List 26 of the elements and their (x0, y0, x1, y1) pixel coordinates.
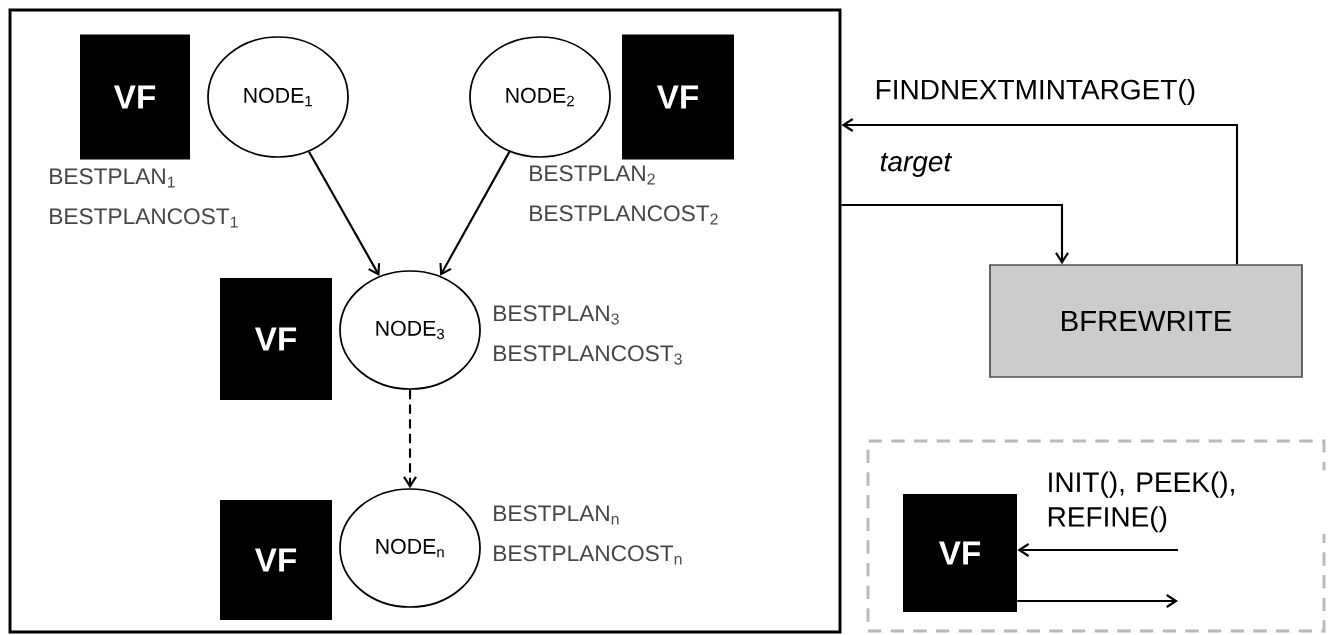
arrow (1017, 594, 1178, 608)
process-box: BFREWRITE (989, 264, 1303, 378)
arrow (403, 389, 417, 489)
vf-box: VF (80, 34, 190, 160)
node-caption: BESTPLANCOST$_{2}$ (530, 205, 718, 225)
node-caption: BESTPLANCOST$_{3}$ (494, 345, 682, 365)
node-caption: BESTPLAN$_{n}$ (494, 505, 619, 525)
node-caption: BESTPLANCOST$_{1}$ (50, 208, 238, 228)
arrow (841, 118, 1239, 265)
node-caption: BESTPLAN$_{2}$ (530, 165, 655, 185)
vf-box: VF (903, 494, 1017, 612)
vf-box: VF (622, 34, 734, 160)
dashed-box (866, 439, 1326, 633)
arrow (439, 151, 511, 276)
vf-box: VF (220, 278, 332, 400)
frame-box (8, 8, 842, 634)
arrow (841, 203, 1069, 265)
arrow (308, 151, 381, 276)
node-caption: BESTPLAN$_{1}$ (50, 168, 175, 188)
edge-label: FINDNEXTMINTARGET() (873, 77, 1198, 107)
edge-label: target (878, 151, 953, 179)
edge-label: INIT(), PEEK(), REFINE() (1045, 470, 1328, 534)
node-caption: BESTPLANCOST$_{n}$ (494, 545, 682, 565)
vf-box: VF (220, 500, 332, 620)
arrow (1017, 543, 1178, 557)
node-caption: BESTPLAN$_{3}$ (494, 305, 619, 325)
